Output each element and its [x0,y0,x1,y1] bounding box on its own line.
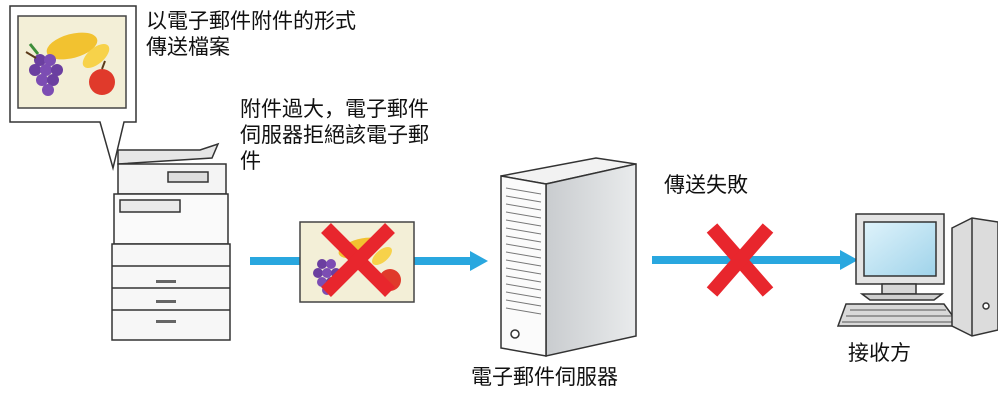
mail-server-label: 電子郵件伺服器 [471,365,618,389]
fruit-picture-icon [25,32,115,96]
desktop-computer-icon [836,213,998,337]
attachment-description-label: 以電子郵件附件的形式 傳送檔案 [146,9,356,59]
red-cross-icon [706,223,774,297]
recipient-label: 接收方 [848,341,911,365]
send-failure-label: 傳送失敗 [664,173,748,197]
multifunction-printer-icon [111,142,231,341]
speech-bubble [9,5,137,171]
rejection-reason-label: 附件過大，電子郵件 伺服器拒絕該電子郵 件 [240,97,429,173]
server-tower-icon [500,157,637,357]
red-cross-icon [321,223,395,297]
